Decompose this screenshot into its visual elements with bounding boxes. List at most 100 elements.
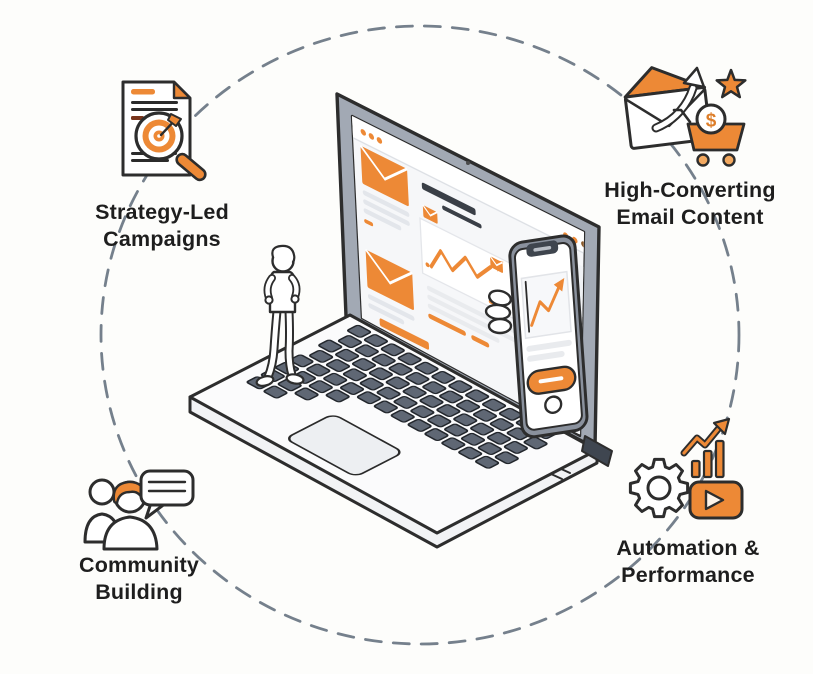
keyboard-key bbox=[376, 386, 401, 400]
speech-bubble-icon bbox=[139, 469, 195, 520]
keyboard-key bbox=[523, 436, 548, 450]
keyboard-key bbox=[503, 441, 529, 454]
email-content-icon: $ bbox=[623, 66, 747, 167]
trackpad bbox=[288, 415, 401, 476]
automation-performance-icon bbox=[628, 417, 744, 520]
dollar-badge-icon: $ bbox=[695, 103, 727, 135]
keyboard-key bbox=[470, 422, 495, 436]
keyboard-key bbox=[489, 418, 514, 431]
magnifier-target-icon bbox=[134, 111, 207, 182]
strategy-campaigns-icon bbox=[121, 80, 207, 182]
keyboard-key bbox=[354, 344, 379, 358]
arrowhead-icon bbox=[553, 278, 565, 292]
window-dot-icon bbox=[376, 137, 383, 144]
browser-bar bbox=[352, 116, 584, 259]
keyboard-key bbox=[481, 398, 507, 412]
keyboard-key bbox=[388, 362, 413, 376]
keyboard-key bbox=[390, 409, 415, 423]
keyboard-key bbox=[289, 354, 314, 368]
hand-icon bbox=[484, 289, 513, 335]
envelope-icon bbox=[422, 204, 438, 224]
magnifier-handle bbox=[175, 152, 207, 182]
keyboard-key bbox=[342, 368, 367, 382]
keyboard-key bbox=[380, 343, 405, 357]
keyboard-key bbox=[335, 348, 360, 362]
keyboard-key bbox=[465, 389, 490, 403]
person-figure bbox=[255, 244, 305, 387]
keyboard-key bbox=[263, 385, 288, 399]
laptop-keyboard bbox=[246, 324, 557, 476]
label-line: Email Content bbox=[616, 204, 764, 229]
gear-icon bbox=[628, 457, 690, 519]
keyboard-key bbox=[498, 407, 524, 421]
community-building-icon bbox=[83, 469, 195, 551]
keyboard-key bbox=[453, 413, 478, 427]
keyboard-key bbox=[325, 389, 350, 403]
hand bbox=[290, 294, 300, 304]
keyboard-key bbox=[419, 394, 444, 408]
cart-wheel bbox=[722, 153, 736, 167]
keyboard-key bbox=[455, 399, 481, 413]
label-line: Campaigns bbox=[103, 226, 221, 251]
keyboard-key bbox=[337, 335, 363, 349]
laptop-illustration bbox=[164, 92, 613, 549]
hand bbox=[264, 295, 274, 305]
keyboard-key bbox=[385, 376, 410, 390]
label-line: Community bbox=[78, 553, 200, 577]
keyboard-key bbox=[339, 382, 365, 395]
growth-line-icon bbox=[530, 285, 561, 327]
keyboard-key bbox=[414, 361, 439, 375]
window-dot-icon bbox=[368, 133, 375, 140]
keyboard-key bbox=[309, 349, 334, 363]
person-head bbox=[88, 478, 116, 506]
play-button-icon bbox=[688, 480, 744, 520]
window-dot-icon bbox=[360, 129, 366, 136]
keyboard-key bbox=[407, 418, 432, 432]
person-shoulders bbox=[102, 515, 159, 551]
shoe bbox=[285, 373, 305, 385]
email-card bbox=[364, 248, 415, 325]
keyboard-key bbox=[474, 455, 500, 469]
keyboard-key bbox=[351, 358, 377, 371]
keyboard-key bbox=[494, 451, 519, 465]
label-automation-performance: Automation & Performance bbox=[616, 535, 759, 588]
keyboard-key bbox=[346, 324, 372, 338]
footer-bar bbox=[379, 318, 430, 350]
trend-arrow-icon bbox=[680, 417, 731, 457]
keyboard-key bbox=[472, 408, 498, 422]
keyboard-key bbox=[294, 387, 319, 401]
label-community-building: Community Building bbox=[79, 552, 199, 605]
keyboard-key bbox=[448, 380, 473, 394]
phone-chart-card bbox=[520, 270, 572, 340]
label-line: Automation & bbox=[616, 536, 760, 560]
keyboard-key bbox=[436, 404, 461, 418]
webcam-icon bbox=[466, 161, 470, 165]
smartphone bbox=[508, 234, 589, 439]
keyboard-key bbox=[397, 352, 422, 366]
page-fold-icon bbox=[172, 80, 192, 100]
keyboard-key bbox=[431, 370, 456, 384]
keyboard-key bbox=[323, 372, 348, 386]
label-line: High-Converting bbox=[604, 178, 776, 202]
keyboard-key bbox=[325, 359, 351, 373]
label-line: Performance bbox=[621, 562, 755, 587]
dart-flight-icon bbox=[167, 113, 182, 127]
keyboard-key bbox=[486, 431, 512, 445]
bar-chart-icon bbox=[690, 439, 725, 479]
play-triangle-icon bbox=[704, 489, 725, 511]
keyboard-key bbox=[363, 334, 389, 347]
keyboard-key bbox=[393, 396, 418, 409]
label-strategy-campaigns: Strategy-Led Campaigns bbox=[95, 199, 229, 252]
label-line: Building bbox=[95, 579, 183, 604]
keyboard-key bbox=[373, 400, 398, 414]
label-high-converting-email: High-Converting Email Content bbox=[604, 177, 775, 230]
keyboard-key bbox=[368, 367, 393, 381]
keyboard-key bbox=[410, 405, 435, 419]
keyboard-key bbox=[308, 380, 333, 394]
keyboard-key bbox=[477, 442, 502, 455]
keyboard-key bbox=[458, 446, 483, 460]
keyboard-key bbox=[460, 432, 486, 446]
dashed-circle bbox=[99, 24, 741, 646]
